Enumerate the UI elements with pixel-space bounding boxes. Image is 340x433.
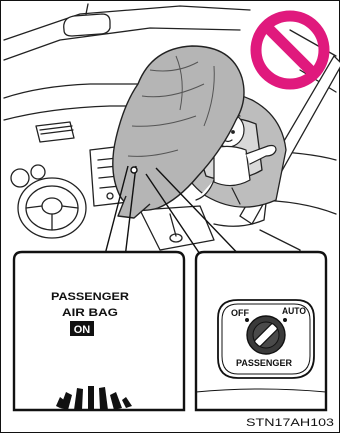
- switch-off-label: OFF: [231, 308, 249, 318]
- air-bag-label: AIR BAG: [62, 307, 118, 319]
- switch-auto-label: AUTO: [282, 306, 306, 316]
- switch-passenger-label: PASSENGER: [236, 358, 292, 368]
- on-indicator-label: ON: [74, 324, 91, 336]
- figure-code: STN17AH103: [246, 417, 334, 429]
- passenger-label: PASSENGER: [51, 291, 129, 303]
- switch-callout-panel: OFF AUTO PASSENGER: [196, 252, 326, 410]
- indicator-callout-panel: PASSENGER AIR BAG ON: [14, 252, 184, 410]
